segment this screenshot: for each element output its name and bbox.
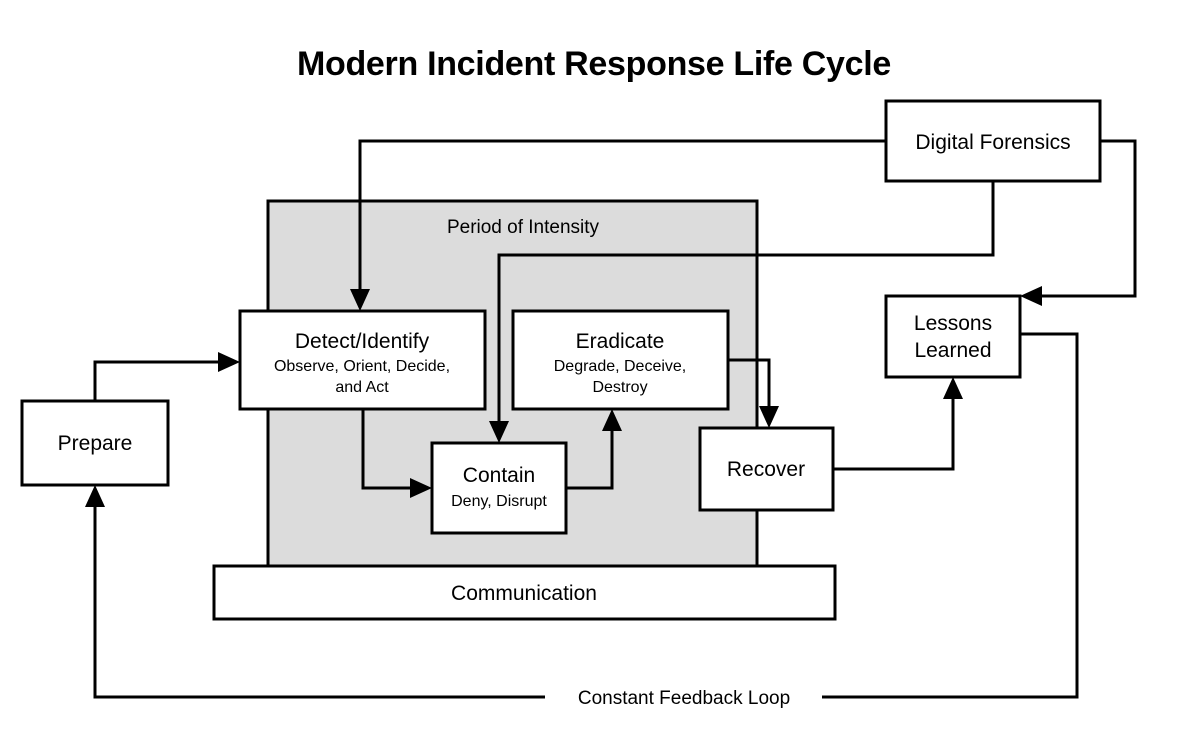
node-lessons-learned[interactable]: Lessons Learned (884, 294, 1022, 379)
node-detect-identify[interactable]: Detect/Identify Observe, Orient, Decide,… (238, 309, 487, 411)
connector-forensics-to-contain (497, 181, 995, 428)
feedback-loop-label: Constant Feedback Loop (578, 688, 790, 709)
node-contain[interactable]: Contain Deny, Disrupt (430, 441, 568, 535)
node-prepare-title: Prepare (58, 432, 133, 455)
node-lessons-learned-title: Lessons (914, 312, 992, 335)
node-detect-identify-box[interactable] (238, 309, 487, 411)
feedback-loop-label-backdrop (545, 686, 822, 708)
node-digital-forensics-box[interactable] (884, 99, 1102, 183)
arrowhead-prepare-to-detect (218, 352, 240, 372)
node-eradicate-sub-1: Degrade, Deceive, (554, 358, 687, 375)
arrowhead-forensics-to-lessons (1020, 286, 1042, 306)
node-lessons-learned-title-2: Learned (914, 339, 991, 362)
node-eradicate-title: Eradicate (576, 330, 665, 353)
node-contain-sub-1: Deny, Disrupt (451, 493, 547, 510)
node-communication-box[interactable] (212, 564, 837, 621)
arrowhead-eradicate-to-recover (759, 406, 779, 428)
node-eradicate[interactable]: Eradicate Degrade, Deceive, Destroy (511, 309, 730, 411)
node-detect-identify-title: Detect/Identify (295, 330, 430, 353)
node-contain-box[interactable] (430, 441, 568, 535)
node-eradicate-sub-2: Destroy (592, 379, 647, 396)
node-recover-box[interactable] (698, 426, 835, 512)
arrowhead-detect-to-contain (410, 478, 432, 498)
node-digital-forensics[interactable]: Digital Forensics (884, 99, 1102, 183)
connector-contain-to-eradicate (566, 424, 614, 490)
connector-recover-to-lessons (833, 392, 955, 471)
node-contain-title: Contain (463, 464, 535, 487)
connector-prepare-to-detect (93, 360, 225, 401)
connector-forensics-to-detect (358, 139, 886, 296)
connector-detect-to-contain (361, 409, 417, 490)
connector-eradicate-to-recover (728, 358, 771, 413)
node-prepare-box[interactable] (20, 399, 170, 487)
node-communication-title: Communication (451, 582, 597, 605)
arrowhead-forensics-to-detect (350, 289, 370, 311)
node-eradicate-box[interactable] (511, 309, 730, 411)
node-digital-forensics-title: Digital Forensics (915, 131, 1070, 154)
node-detect-identify-sub-2: and Act (335, 379, 389, 396)
connector-feedback-loop (93, 332, 1079, 699)
page-title: Modern Incident Response Life Cycle (297, 45, 891, 83)
arrowhead-feedback-loop-to-prepare (85, 485, 105, 507)
arrowhead-forensics-to-contain (489, 421, 509, 443)
node-recover-title: Recover (727, 458, 805, 481)
node-prepare[interactable]: Prepare (20, 399, 170, 487)
node-recover[interactable]: Recover (698, 426, 835, 512)
arrowhead-contain-to-eradicate (602, 409, 622, 431)
node-communication[interactable]: Communication (212, 564, 837, 621)
arrowhead-recover-to-lessons (943, 377, 963, 399)
period-of-intensity-label: Period of Intensity (447, 217, 600, 238)
node-lessons-learned-box[interactable] (884, 294, 1022, 379)
node-detect-identify-sub-1: Observe, Orient, Decide, (274, 358, 450, 375)
connector-forensics-to-lessons (1035, 139, 1137, 298)
